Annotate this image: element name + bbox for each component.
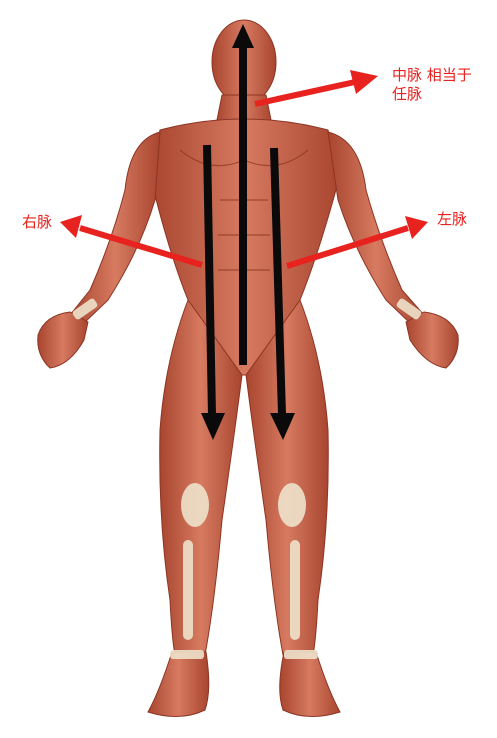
- middle-label-arrow: [254, 70, 378, 107]
- left-foot: [279, 651, 341, 717]
- left-ankle-band: [284, 650, 318, 659]
- label-arrows: [60, 70, 428, 269]
- left-leg: [245, 298, 329, 656]
- channel-arrows: [201, 24, 295, 440]
- right-wrist-band: [72, 298, 98, 320]
- right-foot: [147, 651, 210, 717]
- left-shin-tendon: [290, 540, 300, 640]
- middle-channel-arrow: [232, 24, 254, 365]
- left-label-arrow: [286, 216, 428, 269]
- tendons: [72, 298, 422, 659]
- right-leg: [159, 298, 243, 656]
- right-hand: [37, 311, 89, 369]
- left-hand: [405, 311, 459, 369]
- middle-channel-label-line1: 中脉 相当于: [392, 66, 472, 84]
- left-wrist-band: [396, 298, 422, 320]
- right-ankle-band: [170, 650, 204, 659]
- left-knee-tendon: [278, 483, 306, 527]
- middle-channel-label: 中脉 相当于 任脉: [392, 66, 472, 104]
- left-channel-arrow: [270, 147, 295, 440]
- right-shin-tendon: [183, 540, 193, 640]
- right-knee-tendon: [181, 483, 209, 527]
- right-channel-arrow: [201, 144, 225, 440]
- middle-channel-label-line2: 任脉: [392, 85, 423, 103]
- left-channel-label: 左脉: [437, 210, 468, 228]
- muscle-body: [37, 19, 459, 717]
- right-label-arrow: [60, 215, 203, 268]
- right-channel-label: 右脉: [22, 213, 53, 231]
